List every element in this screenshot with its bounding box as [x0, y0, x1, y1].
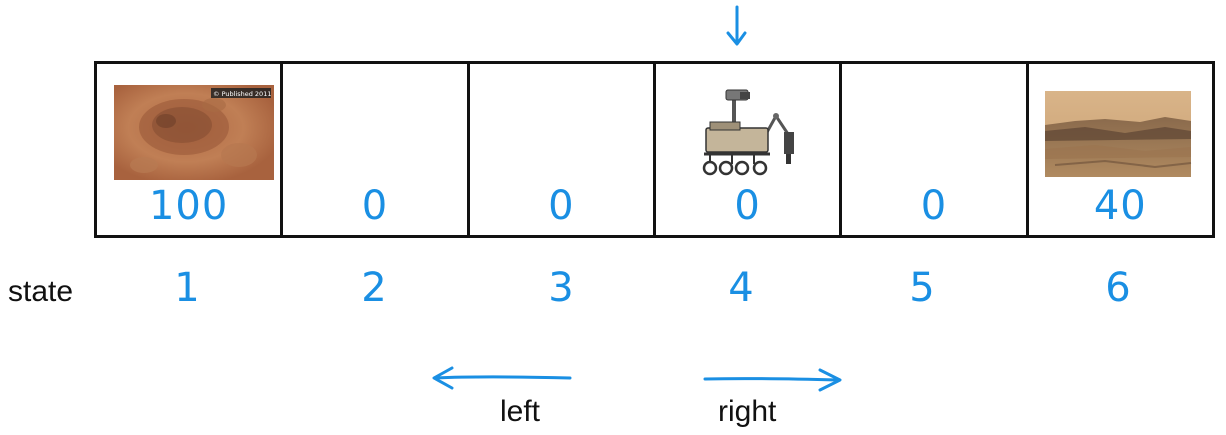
state-number-6: 6	[1105, 265, 1131, 311]
left-arrow	[432, 366, 572, 390]
crater-photo: © Published 2011	[114, 85, 274, 180]
state-number-2: 2	[361, 265, 387, 311]
state-number-1: 1	[174, 265, 200, 311]
state-number-3: 3	[548, 265, 574, 311]
rover-icon	[702, 89, 794, 176]
current-state-arrow	[726, 5, 747, 46]
right-arrow	[703, 368, 842, 392]
state-number-4: 4	[728, 265, 754, 311]
photo-caption: © Published 2011	[213, 90, 271, 98]
state-label: state	[8, 275, 74, 308]
state-grid: © Published 2011 100 0 0	[94, 61, 1215, 238]
reward-4: 0	[734, 183, 761, 229]
reward-1: 100	[148, 183, 229, 229]
state-cell-3: 0	[466, 64, 653, 235]
state-cell-4: 0	[652, 64, 839, 235]
state-cell-2: 0	[280, 64, 466, 235]
reward-5: 0	[920, 183, 948, 229]
reward-3: 0	[548, 183, 575, 229]
state-number-5: 5	[909, 265, 935, 311]
state-cell-1: © Published 2011 100	[97, 64, 280, 235]
reward-2: 0	[361, 183, 389, 229]
state-cell-5: 0	[839, 64, 1025, 235]
left-label: left	[500, 395, 541, 428]
landscape-photo	[1044, 91, 1191, 177]
reward-6: 40	[1093, 183, 1147, 229]
right-label: right	[718, 395, 777, 428]
state-cell-6: 40	[1025, 64, 1212, 235]
